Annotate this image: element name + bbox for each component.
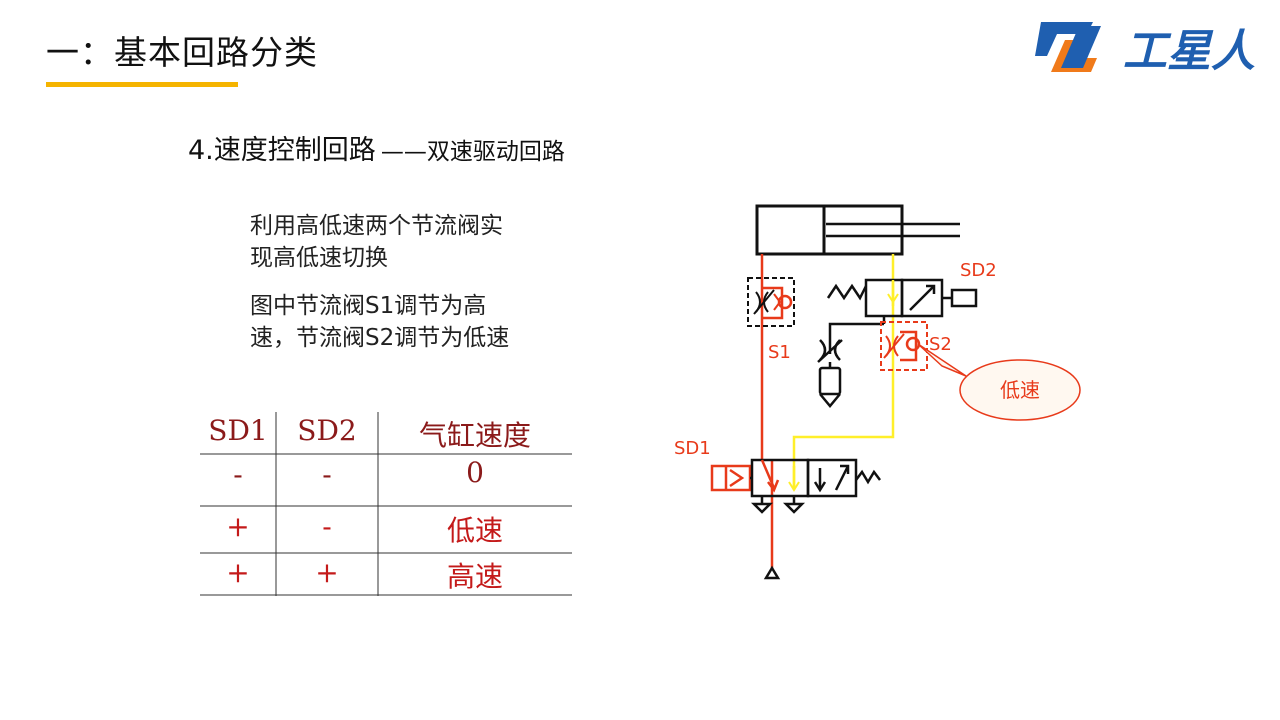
- section-subtitle: 4.速度控制回路 ——双速驱动回路: [188, 128, 565, 167]
- cylinder-icon: [755, 204, 960, 256]
- logo-mark-icon: [1035, 22, 1101, 72]
- callout-text: 低速: [1000, 378, 1040, 402]
- label-sd1: SD1: [674, 438, 711, 459]
- description-1: 利用高低速两个节流阀实现高低速切换: [250, 213, 503, 271]
- description-2: 图中节流阀S1调节为高速，节流阀S2调节为低速: [250, 293, 510, 351]
- throttle-valve-s2-icon: [880, 321, 928, 371]
- row1-sd2: -: [322, 458, 332, 491]
- company-logo: 工星人: [1035, 22, 1255, 77]
- row3-sd2: +: [315, 556, 339, 589]
- row2-sd1: +: [226, 510, 250, 543]
- header-sd1: SD1: [208, 414, 268, 447]
- subtitle-main: 4.速度控制回路: [188, 135, 376, 166]
- title-underline: [46, 82, 238, 87]
- header-sd2: SD2: [297, 414, 357, 447]
- subtitle-sub: ——双速驱动回路: [380, 139, 565, 165]
- pneumatic-circuit-diagram: S1 SD2 S2 低速: [674, 204, 1081, 580]
- label-s1: S1: [768, 342, 791, 363]
- row3-speed: 高速: [446, 560, 503, 593]
- header-speed: 气缸速度: [418, 419, 531, 452]
- silencer-icon: [817, 339, 843, 408]
- slide-title: 一：基本回路分类: [46, 33, 318, 72]
- pressure-source-icon: [763, 565, 781, 580]
- row1-sd1: -: [233, 458, 243, 491]
- solenoid-valve-sd2-icon: [826, 278, 978, 354]
- truth-table: SD1 SD2 气缸速度 - - 0 + - 低速 + + 高速: [200, 412, 572, 596]
- solenoid-valve-sd1-icon: [710, 458, 881, 514]
- throttle-valve-s1-icon: [747, 277, 795, 327]
- low-speed-callout: 低速: [917, 343, 1081, 421]
- low-speed-air-line: [792, 254, 895, 490]
- row1-speed: 0: [466, 456, 484, 489]
- label-s2: S2: [929, 334, 952, 355]
- row3-sd1: +: [226, 556, 250, 589]
- logo-text: 工星人: [1123, 26, 1255, 77]
- row2-sd2: -: [322, 510, 332, 543]
- label-sd2: SD2: [960, 260, 997, 281]
- row2-speed: 低速: [446, 514, 503, 547]
- truth-table-grid: [200, 412, 572, 596]
